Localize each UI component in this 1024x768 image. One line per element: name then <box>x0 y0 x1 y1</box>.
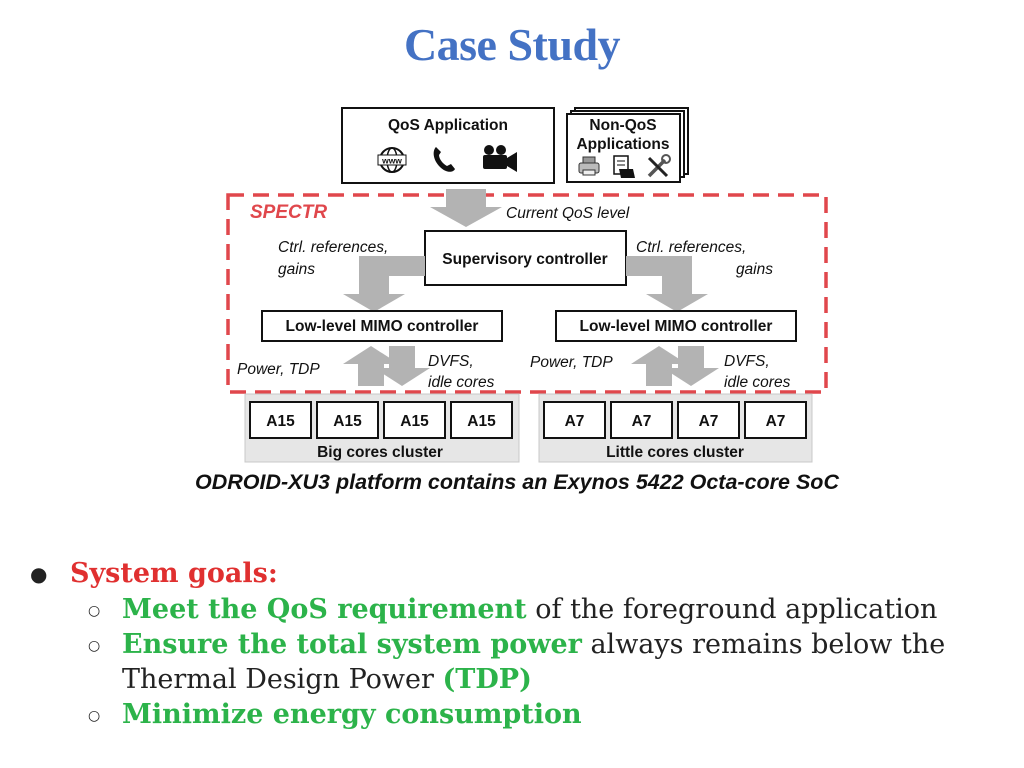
little-core-4-label: A7 <box>766 413 786 430</box>
spectr-label: SPECTR <box>250 202 327 223</box>
system-goals-list: ● System goals: ○ Meet the QoS requireme… <box>30 556 945 732</box>
little-core-1 <box>543 401 606 439</box>
dvfs-right-line1: DVFS, <box>724 353 770 370</box>
nonqos-label-line2: Applications <box>576 136 669 153</box>
goal-3-highlight: Minimize energy consumption <box>122 699 582 730</box>
www-globe-icon: www <box>377 147 407 173</box>
goal-2-line2-text: Thermal Design Power <box>122 664 443 695</box>
dvfs-right-line2: idle cores <box>724 374 791 391</box>
system-goals-heading-row: ● System goals: <box>30 556 945 592</box>
goal-1-text: of the foreground application <box>526 594 938 625</box>
goal-item-2-continued: Thermal Design Power (TDP) <box>30 662 945 697</box>
system-goals-heading: System goals: <box>70 558 278 589</box>
printer-icon <box>578 156 600 176</box>
bullet-dot-icon: ● <box>30 562 48 586</box>
dvfs-down-arrow-left <box>374 346 430 386</box>
svg-text:www: www <box>381 156 402 166</box>
little-core-4 <box>744 401 807 439</box>
bullet-circle-icon: ○ <box>88 603 101 619</box>
mimo-controller-right-box <box>555 310 797 342</box>
mimo-controller-left-label: Low-level MIMO controller <box>286 318 479 335</box>
big-core-1-label: A15 <box>266 413 295 430</box>
dvfs-down-arrow-right <box>663 346 719 386</box>
qos-application-label: QoS Application <box>388 117 508 134</box>
big-core-2-label: A15 <box>333 413 362 430</box>
supervisory-to-left-mimo-arrow <box>343 256 425 312</box>
goal-2-text: always remains below the <box>581 629 946 660</box>
mimo-controller-right-label: Low-level MIMO controller <box>580 318 773 335</box>
tools-icon <box>647 154 671 178</box>
big-cores-cluster-label: Big cores cluster <box>317 444 443 461</box>
document-folder-icon <box>613 155 635 178</box>
platform-caption: ODROID-XU3 platform contains an Exynos 5… <box>195 470 839 494</box>
bullet-circle-icon: ○ <box>88 638 101 654</box>
ctrl-references-left-line2: gains <box>278 261 315 278</box>
little-core-3 <box>677 401 740 439</box>
big-core-4 <box>450 401 513 439</box>
power-tdp-up-arrow-left <box>343 346 399 386</box>
power-tdp-left-label: Power, TDP <box>237 361 320 378</box>
nonqos-label-line1: Non-QoS <box>589 117 656 134</box>
bullet-circle-icon: ○ <box>88 708 101 724</box>
goal-2-highlight: Ensure the total system power <box>122 629 582 660</box>
ctrl-references-right-line2: gains <box>736 261 773 278</box>
qos-application-box: QoS Application www <box>341 107 555 184</box>
ctrl-references-right-line1: Ctrl. references, <box>636 239 746 256</box>
little-core-2-label: A7 <box>632 413 652 430</box>
goal-item-3: ○ Minimize energy consumption <box>30 697 945 732</box>
little-cores-cluster-label: Little cores cluster <box>606 444 744 461</box>
big-core-3-label: A15 <box>400 413 429 430</box>
goal-item-1: ○ Meet the QoS requirement of the foregr… <box>30 592 945 627</box>
dvfs-left-line2: idle cores <box>428 374 495 391</box>
big-core-2 <box>316 401 379 439</box>
power-tdp-up-arrow-right <box>631 346 687 386</box>
current-qos-label: Current QoS level <box>506 205 630 222</box>
power-tdp-right-label: Power, TDP <box>530 354 613 371</box>
phone-icon <box>433 147 455 172</box>
big-core-1 <box>249 401 312 439</box>
big-core-4-label: A15 <box>467 413 496 430</box>
big-core-3 <box>383 401 446 439</box>
video-camera-icon <box>483 145 517 172</box>
qos-down-arrow <box>430 189 502 227</box>
little-core-3-label: A7 <box>699 413 719 430</box>
goal-1-highlight: Meet the QoS requirement <box>122 594 527 625</box>
dvfs-left-line1: DVFS, <box>428 353 474 370</box>
mimo-controller-left-box <box>261 310 503 342</box>
nonqos-applications-box: Non-QoS Applications <box>566 107 689 183</box>
little-core-1-label: A7 <box>565 413 585 430</box>
goal-2-tdp-highlight: (TDP) <box>442 664 532 695</box>
goal-item-2: ○ Ensure the total system power always r… <box>30 627 945 662</box>
ctrl-references-left-line1: Ctrl. references, <box>278 239 388 256</box>
supervisory-controller-box <box>424 230 627 286</box>
little-core-2 <box>610 401 673 439</box>
slide-title: Case Study <box>403 19 621 70</box>
supervisory-controller-label: Supervisory controller <box>442 251 607 268</box>
supervisory-to-right-mimo-arrow <box>626 256 708 312</box>
